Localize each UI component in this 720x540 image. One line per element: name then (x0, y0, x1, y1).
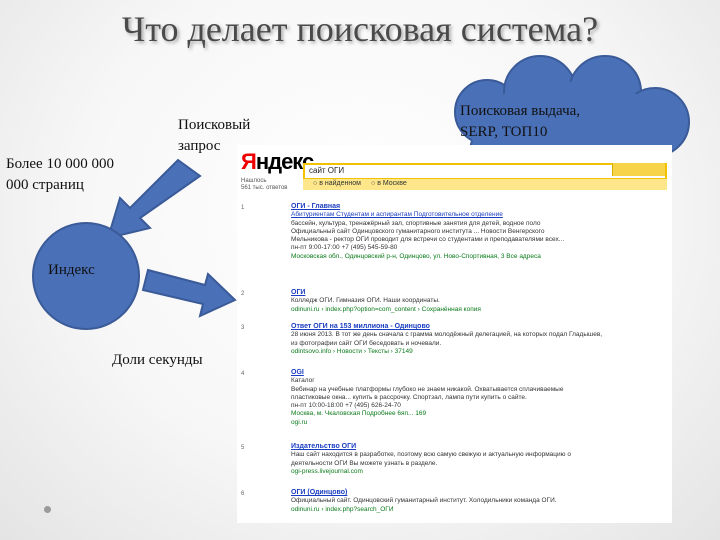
result-snippet: Официальный сайт Одинцовского гуманитарн… (291, 227, 545, 235)
serp-label-line1: Поисковая выдача, (460, 103, 581, 119)
search-options: ○ в найденном ○ в Москве (303, 179, 667, 190)
result-number: 1 (241, 205, 245, 211)
result-snippet: Мельникова - ректор ОГИ проводит для вст… (291, 236, 565, 244)
result-title-link[interactable]: ОГИ - Главная (291, 203, 341, 210)
result-url[interactable]: ogi-press.livejournal.com (291, 467, 363, 475)
result-snippet: 28 июня 2013. В тот же день сначала с гр… (291, 331, 603, 339)
result-title-link[interactable]: ОГИ (291, 289, 306, 296)
result-number: 6 (241, 491, 245, 497)
pages-label-line2: 000 страниц (6, 177, 84, 193)
arrow-index-to-serp (141, 268, 237, 318)
seconds-label: Доли секунды (112, 352, 203, 368)
result-snippet: из фотографии сайт ОГИ беседовать и ноче… (291, 339, 442, 347)
result-url[interactable]: odinuni.ru › index.php?option=com_conten… (291, 305, 481, 313)
results-count: Нашлось 561 тыс. ответов (241, 178, 288, 191)
result-title-link[interactable]: Издательство ОГИ (291, 443, 357, 450)
search-input[interactable]: сайт ОГИ (303, 163, 667, 180)
result-address[interactable]: Москва, м. Чкаловская Подробнее 6яп... 1… (291, 410, 427, 418)
find-button[interactable] (612, 163, 665, 176)
result-url[interactable]: odinuni.ru › index.php?search_ОГИ (291, 505, 394, 513)
result-title-link[interactable]: OGI (291, 369, 304, 376)
result-item: OGI Каталог Вебинар на учебные платформы… (291, 369, 661, 427)
pages-label-line1: Более 10 000 000 (6, 156, 114, 172)
result-item: Издательство ОГИ Наш сайт находится в ра… (291, 443, 661, 476)
index-label: Индекс (48, 262, 95, 278)
result-item: ОГИ - Главная Абитуриентам Студентам и а… (291, 203, 661, 261)
arrow-query-to-index (106, 158, 202, 240)
result-snippet: Вебинар на учебные платформы глубоко не … (291, 385, 564, 393)
result-number: 2 (241, 291, 245, 297)
result-title-link[interactable]: ОГИ (Одинцово) (291, 489, 348, 496)
index-circle (32, 222, 140, 330)
query-label-line2: запрос (178, 138, 221, 154)
result-contact: пн-пт 9:00-17:00 +7 (495) 545-59-80 (291, 244, 398, 252)
serp-label: Поисковая выдача, SERP, ТОП10 (460, 101, 580, 143)
result-number: 4 (241, 371, 245, 377)
result-title-link[interactable]: Ответ ОГИ на 153 миллиона - Одинцово (291, 323, 430, 330)
result-item: ОГИ Колледж ОГИ. Гимназия ОГИ. Наши коор… (291, 289, 661, 314)
result-item: Ответ ОГИ на 153 миллиона - Одинцово 28 … (291, 323, 661, 356)
result-snippet: деятельности ОГИ Вы можете узнать в разд… (291, 459, 438, 467)
slide-title: Что делает поисковая система? (121, 9, 599, 49)
result-snippet: Каталог (291, 377, 315, 385)
search-query: сайт ОГИ (309, 166, 345, 175)
result-snippet: Колледж ОГИ. Гимназия ОГИ. Наши координа… (291, 297, 440, 305)
option-in-moscow[interactable]: ○ в Москве (371, 180, 407, 187)
query-label: Поисковый запрос (178, 115, 250, 157)
option-in-found[interactable]: ○ в найденном (313, 180, 361, 187)
result-number: 3 (241, 325, 245, 331)
result-snippet: пластиковые окна... купить в рассрочку. … (291, 393, 527, 401)
result-snippet: Официальный сайт. Одинцовский гуманитарн… (291, 497, 557, 505)
result-snippet: Наш сайт находится в разработке, поэтому… (291, 451, 571, 459)
result-address[interactable]: Московская обл., Одинцовский р-н, Одинцо… (291, 252, 541, 260)
pages-label: Более 10 000 000 000 страниц (6, 154, 114, 196)
result-url[interactable]: odintsovo.info › Новости › Тексты › 3714… (291, 347, 413, 355)
query-label-line1: Поисковый (178, 117, 251, 133)
serp-screenshot: Яндекс Нашлось 561 тыс. ответов сайт ОГИ… (237, 145, 672, 523)
serp-label-line2: SERP, ТОП10 (460, 124, 548, 140)
result-contact: пн-пт 10:00-18:00 +7 (495) 626-24-70 (291, 402, 401, 410)
result-item: ОГИ (Одинцово) Официальный сайт. Одинцов… (291, 489, 661, 514)
result-url[interactable]: ogi.ru (291, 418, 308, 426)
slide-bullet (44, 506, 51, 513)
result-sitelinks[interactable]: Абитуриентам Студентам и аспирантам Подг… (291, 211, 503, 219)
result-number: 5 (241, 445, 245, 451)
result-snippet: бассейн, культура, тренажёрный зал, спор… (291, 219, 541, 227)
